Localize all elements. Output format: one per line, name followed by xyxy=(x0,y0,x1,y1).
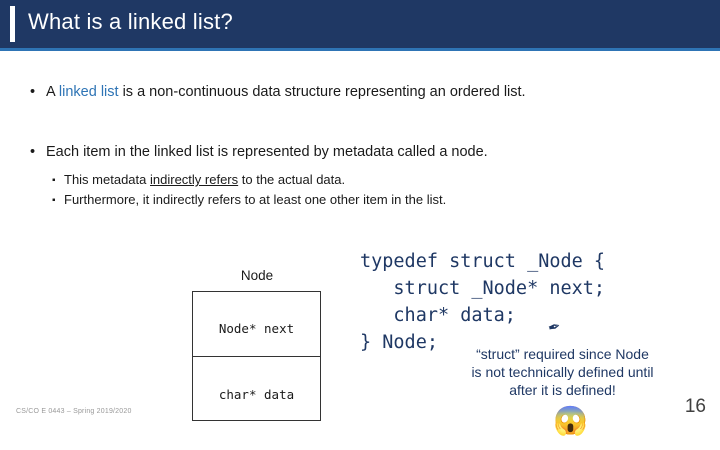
title-accent-bar xyxy=(10,6,15,42)
sub-bullet-item-2: ▪ Furthermore, it indirectly refers to at… xyxy=(52,192,446,207)
bullet-marker: • xyxy=(30,84,36,100)
footer-course-label: CS/CO E 0443 – Spring 2019/2020 xyxy=(16,408,132,415)
node-cell-data: char* data xyxy=(218,387,295,402)
node-diagram-divider xyxy=(192,356,321,357)
sub-bullet-2-text: Furthermore, it indirectly refers to at … xyxy=(64,192,447,207)
slide-number: 16 xyxy=(684,396,706,417)
title-underline xyxy=(0,48,720,51)
slide-title-bar: What is a linked list? xyxy=(0,0,720,48)
bullet-1-pre: A xyxy=(46,84,59,100)
screaming-face-icon: 😱 xyxy=(553,405,588,436)
bullet-marker: • xyxy=(30,144,36,160)
bullet-item-1: • A linked list is a non-continuous data … xyxy=(30,84,526,100)
sub-bullet-1-underlined: indirectly refers xyxy=(150,172,239,187)
annotation-text: “struct” required since Node is not tech… xyxy=(471,346,654,398)
bullet-2-text: Each item in the linked list is represen… xyxy=(46,144,488,160)
node-diagram-label: Node xyxy=(240,268,274,283)
node-cell-next: Node* next xyxy=(218,321,295,336)
sub-bullet-1-post: to the actual data. xyxy=(238,172,346,187)
sub-bullet-marker: ▪ xyxy=(52,195,56,206)
sub-bullet-marker: ▪ xyxy=(52,175,56,186)
bullet-1-keyword: linked list xyxy=(58,84,119,100)
page-title: What is a linked list? xyxy=(28,9,233,34)
bullet-1-post: is a non-continuous data structure repre… xyxy=(118,84,526,100)
code-block: typedef struct _Node { struct _Node* nex… xyxy=(360,251,606,353)
bullet-item-2: • Each item in the linked list is represe… xyxy=(30,144,488,160)
sub-bullet-1-pre: This metadata xyxy=(64,172,150,187)
sub-bullet-item-1: ▪ This metadata indirectly refers to the … xyxy=(52,172,345,187)
